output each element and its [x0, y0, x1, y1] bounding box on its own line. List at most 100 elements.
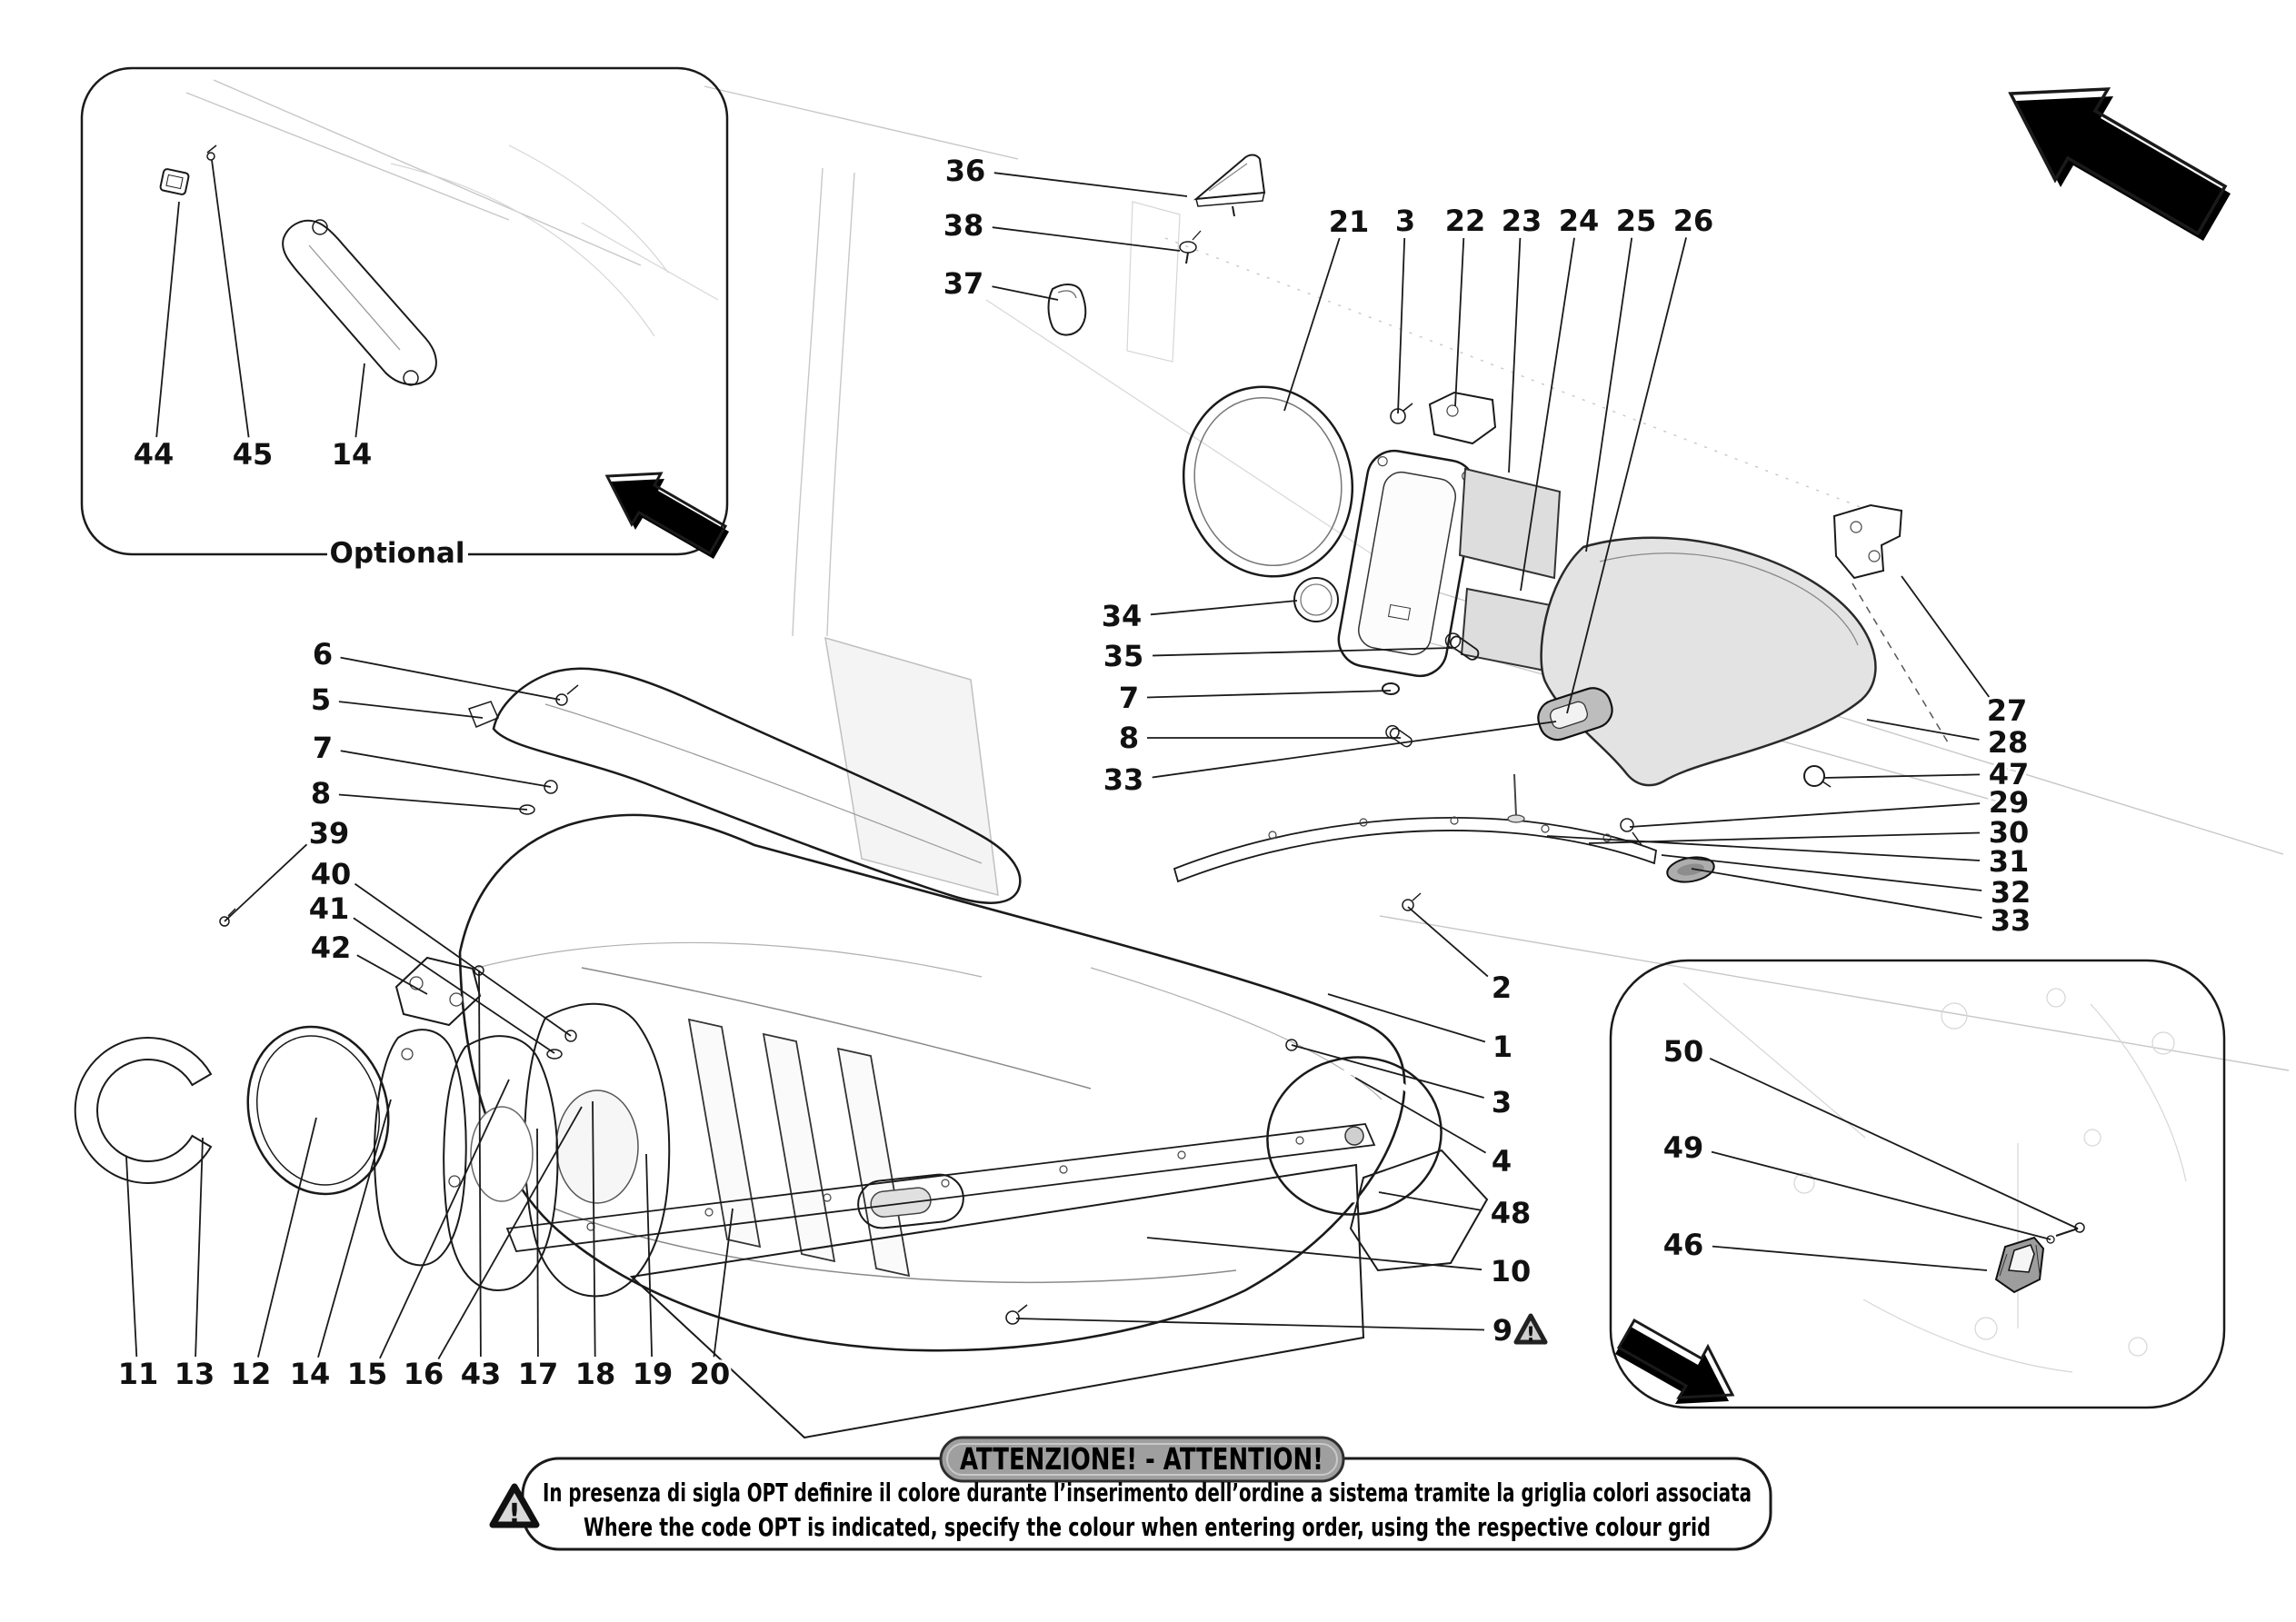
- lower-rail-strip: [505, 1123, 1376, 1252]
- callout-label-2: 2: [1492, 970, 1512, 1005]
- leader-line-44: [155, 201, 180, 438]
- leader-line-20: [713, 1208, 734, 1358]
- door-bracket-27: [1832, 503, 1952, 748]
- lock-box-border: [1609, 959, 2226, 1409]
- leader-line-41: [353, 917, 555, 1054]
- callout-label-44: 44: [134, 437, 175, 472]
- leader-line-32: [1661, 854, 1982, 891]
- callout-label-15: 15: [347, 1357, 388, 1391]
- callout-label-29: 29: [1989, 785, 2030, 820]
- leader-line-21: [1283, 237, 1341, 412]
- callout-label-5: 5: [311, 682, 331, 717]
- leader-line-47: [1822, 773, 1981, 779]
- callout-label-24: 24: [1559, 204, 1600, 238]
- optional-inset-box: Optional: [80, 66, 729, 570]
- direction-arrow-small-icon: [604, 472, 729, 559]
- callout-label-3: 3: [1395, 204, 1415, 238]
- door-speaker-pod: [1266, 1056, 1442, 1216]
- optional-label: Optional: [330, 537, 465, 570]
- small-warning-glyph: !: [1526, 1324, 1535, 1347]
- callout-label-11: 11: [118, 1357, 159, 1391]
- leader-line-9: [1015, 1318, 1485, 1331]
- callout-label-35: 35: [1103, 639, 1144, 673]
- callout-label-26: 26: [1673, 204, 1714, 238]
- callout-label-31: 31: [1989, 844, 2030, 879]
- leader-line-22: [1454, 237, 1465, 407]
- leader-line-13: [195, 1137, 204, 1358]
- leader-line-19: [645, 1153, 653, 1358]
- leader-line-45: [211, 159, 250, 438]
- leader-line-14: [317, 1099, 392, 1358]
- adapter-plate-15: [443, 1035, 559, 1292]
- sheet-screw: [1005, 1310, 1020, 1325]
- lower-door-sheet: [629, 1163, 1365, 1439]
- bolt-8: [1385, 724, 1413, 748]
- callout-label-7: 7: [313, 731, 333, 765]
- callout-label-38: 38: [943, 208, 984, 243]
- callout-label-27: 27: [1987, 693, 2028, 728]
- tweeter-bracket-part: [282, 219, 437, 386]
- speaker-grille: [1182, 385, 1354, 578]
- callout-label-17: 17: [518, 1357, 559, 1391]
- direction-arrow-large-icon: [2008, 87, 2231, 241]
- leader-line-33: [1152, 721, 1557, 779]
- leader-line-23: [1508, 237, 1522, 473]
- lock-post: [1513, 773, 1517, 817]
- callout-label-47: 47: [1989, 757, 2030, 791]
- leader-line-36: [993, 172, 1188, 197]
- lock-inset-box: [1609, 959, 2226, 1409]
- callout-label-13: 13: [175, 1357, 215, 1391]
- banner-badge-text: ATTENZIONE! - ATTENTION!: [960, 1441, 1323, 1477]
- banner-warning-triangle-icon: !: [489, 1483, 540, 1530]
- callout-label-9: 9: [1492, 1313, 1512, 1348]
- leader-line-3: [1397, 237, 1406, 414]
- banner-line2: Where the code OPT is indicated, specify…: [584, 1512, 1711, 1542]
- leader-line-24: [1520, 237, 1575, 592]
- leader-line-27: [1901, 575, 1991, 698]
- blade-fasteners: [519, 684, 579, 815]
- door-pocket-flap: [1349, 1149, 1489, 1272]
- callout-label-22: 22: [1445, 204, 1486, 238]
- callout-label-14: 14: [290, 1357, 331, 1391]
- callout-label-20: 20: [690, 1357, 731, 1391]
- mounting-bracket-42: [394, 956, 482, 1027]
- callout-label-34: 34: [1102, 599, 1143, 633]
- leader-line-5: [338, 701, 484, 719]
- speaker-trim-ring: [246, 1025, 390, 1196]
- banner-badge: [939, 1436, 1345, 1483]
- leader-line-25: [1585, 237, 1633, 552]
- leader-line-39: [224, 843, 308, 922]
- leader-line-35: [1152, 647, 1453, 657]
- callout-label-1: 1: [1492, 1030, 1512, 1064]
- callout-label-28: 28: [1988, 725, 2029, 760]
- grille-cap: [1293, 577, 1339, 622]
- optional-label-backing: [327, 536, 468, 569]
- leader-lines: [125, 159, 2079, 1360]
- door-trim-panel: [458, 813, 1406, 1352]
- leader-line-48: [1378, 1191, 1482, 1211]
- watershield-panel: [1540, 536, 1877, 787]
- pin-part-45: [206, 144, 217, 161]
- leader-line-18: [592, 1100, 596, 1358]
- callout-label-32: 32: [1991, 875, 2031, 910]
- callout-label-36: 36: [945, 154, 986, 188]
- mirror-triangle-trim: [1193, 154, 1266, 217]
- strip-screw: [1620, 818, 1634, 832]
- leader-line-28: [1866, 719, 1980, 741]
- optional-box-ghost-sketch: [185, 79, 719, 337]
- callout-label-4: 4: [1492, 1144, 1512, 1179]
- callout-label-43: 43: [461, 1357, 502, 1391]
- callout-label-8: 8: [311, 776, 331, 811]
- callout-label-49: 49: [1663, 1130, 1704, 1165]
- callout-label-33: 33: [1103, 762, 1144, 797]
- retainer-strip: [1173, 773, 1657, 883]
- armrest-slats: [687, 1018, 911, 1278]
- main-illustration: [74, 154, 1952, 1439]
- callout-label-6: 6: [313, 637, 333, 672]
- callout-label-23: 23: [1502, 204, 1542, 238]
- leader-line-1: [1327, 993, 1486, 1043]
- courtesy-lamp: [1537, 687, 1613, 741]
- leader-line-15: [379, 1079, 510, 1359]
